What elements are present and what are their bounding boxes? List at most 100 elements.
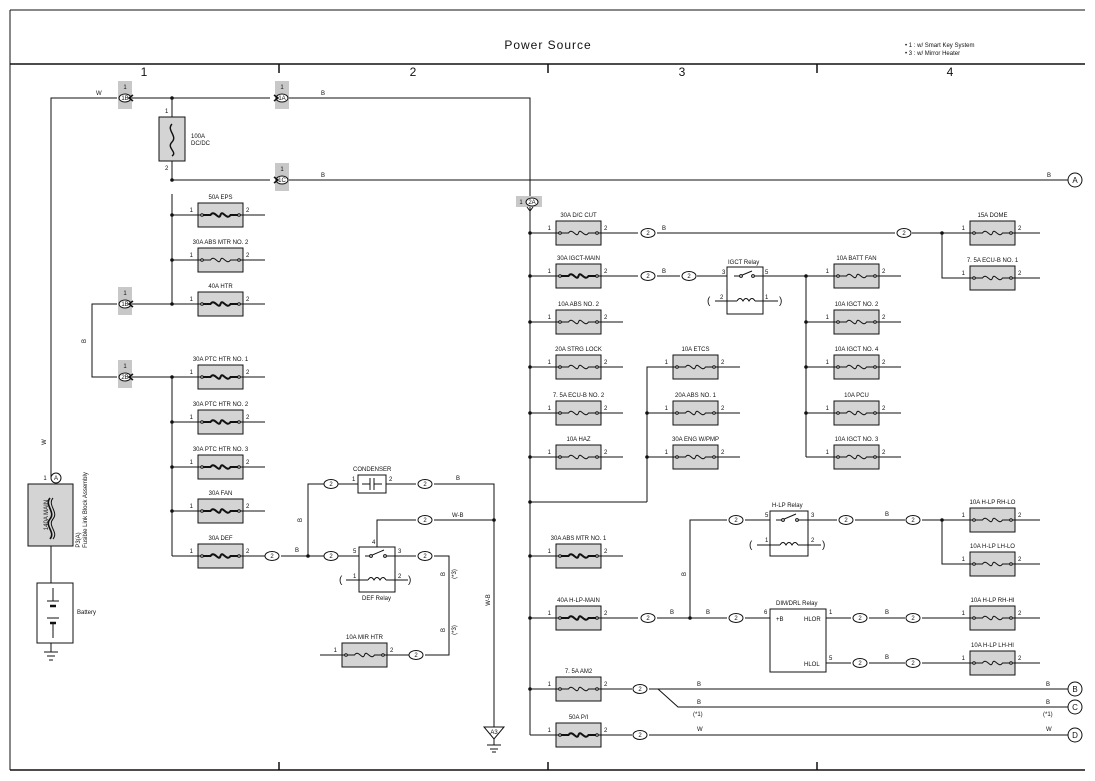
mid-fuse-9-pin-1: 1 bbox=[548, 682, 552, 688]
junction-tag-pin: 1 bbox=[123, 364, 127, 370]
option-mark-3a: (*3) bbox=[452, 569, 458, 579]
legend-note-mirror-heater: • 3 : w/ Mirror Heater bbox=[905, 51, 960, 57]
connector-number: 2 bbox=[911, 616, 915, 622]
mid-fuse-6-pin-1: 1 bbox=[548, 450, 552, 456]
junction-dot-1 bbox=[170, 96, 174, 100]
right-fuse-11-pin-1: 1 bbox=[962, 656, 966, 662]
wire-color-b-am2: B bbox=[697, 682, 701, 688]
junction-dot-6 bbox=[170, 375, 174, 379]
frame bbox=[9, 9, 1085, 771]
junction-tag-pin: 1 bbox=[280, 85, 284, 91]
junction-dot-21 bbox=[645, 455, 649, 459]
junction-tag-2b-5: 1 2B bbox=[118, 360, 134, 388]
mid-fuse-10-pin-2: 2 bbox=[604, 728, 608, 734]
output-a: A bbox=[1067, 172, 1083, 188]
hlp-bracket-right: ) bbox=[822, 540, 825, 551]
dimdrl-relay-label: DIM/DRL Relay bbox=[776, 601, 817, 607]
zone-label-4: 4 bbox=[947, 65, 954, 79]
right-fuse-8-pin-1: 1 bbox=[962, 513, 966, 519]
junction-dot-28 bbox=[688, 616, 692, 620]
wire-color-b-rhhi: B bbox=[885, 610, 889, 616]
junction-tag-conn: 2A bbox=[528, 200, 535, 206]
mid-fuse-7-label: 30A ABS MTR NO. 1 bbox=[551, 536, 607, 542]
center-fuse-2-label: 20A ABS NO. 1 bbox=[675, 393, 717, 399]
junction-dot-5 bbox=[170, 302, 174, 306]
option-mark-3b: (*3) bbox=[452, 625, 458, 635]
right-fuse-2-pin-2: 2 bbox=[1018, 271, 1022, 277]
mid-bus-wiring bbox=[530, 232, 1068, 736]
left-fuse-2-pin-2: 2 bbox=[246, 253, 250, 259]
junction-dot-3 bbox=[170, 213, 174, 217]
right-fuse-4-label: 10A IGCT NO. 2 bbox=[835, 302, 879, 308]
dimdrl-pin-hlor: HLOR bbox=[804, 617, 821, 623]
right-fuse-1-label: 15A DOME bbox=[977, 213, 1007, 219]
connector-number: 2 bbox=[858, 616, 862, 622]
left-fuse-4-label: 30A PTC HTR NO. 1 bbox=[193, 357, 249, 363]
junction-dot-18 bbox=[528, 616, 532, 620]
dimdrl-pin-b: +B bbox=[776, 617, 784, 623]
output-d: D bbox=[1067, 727, 1083, 743]
battery-label: Battery bbox=[77, 610, 96, 616]
junction-dot-30 bbox=[492, 518, 496, 522]
dimdrl-relay: DIM/DRL Relay +B HLOR HLOL 6 1 5 bbox=[764, 601, 833, 673]
connector-2-16: 2 bbox=[905, 515, 921, 525]
junction-dot-2 bbox=[170, 178, 174, 182]
junction-tag-1a-2: 11A bbox=[273, 81, 289, 109]
def-pin-5: 5 bbox=[353, 549, 357, 555]
connector-number: 2 bbox=[270, 554, 274, 560]
mid-fuse-2-pin-2: 2 bbox=[604, 269, 608, 275]
junction-tag-conn: 1C bbox=[278, 178, 286, 184]
left-fuse-6-label: 30A PTC HTR NO. 3 bbox=[193, 447, 249, 453]
right-fuse-4-pin-1: 1 bbox=[826, 315, 830, 321]
wire-color-b-dccut: B bbox=[662, 226, 666, 232]
connector-number: 2 bbox=[858, 661, 862, 667]
wire-color-wb-def: W-B bbox=[452, 513, 464, 519]
def-pin-4: 4 bbox=[372, 540, 376, 546]
junction-tag-pin: 1 bbox=[280, 167, 284, 173]
right-fuse-9-label: 10A H-LP LH-LO bbox=[970, 544, 1015, 550]
dcdc-pin-2: 2 bbox=[165, 166, 169, 172]
zone-label-3: 3 bbox=[679, 65, 686, 79]
def-pin-2: 2 bbox=[398, 574, 402, 580]
junction-dot-26 bbox=[940, 231, 944, 235]
connector-number: 2 bbox=[423, 518, 427, 524]
junction-tag-conn: 2B bbox=[121, 375, 128, 381]
left-fuse-7-pin-1: 1 bbox=[190, 504, 194, 510]
left-fuse-7-label: 30A FAN bbox=[209, 491, 233, 497]
center-fuse-1-pin-1: 1 bbox=[665, 360, 669, 366]
mid-fuse-5-label: 7. 5A ECU-B NO. 2 bbox=[553, 393, 605, 399]
right-fuse-8-pin-2: 2 bbox=[1018, 513, 1022, 519]
hlp-pin-5: 5 bbox=[765, 513, 769, 519]
wire-color-w-top: W bbox=[96, 91, 102, 97]
connector-number: 2 bbox=[646, 274, 650, 280]
battery-symbol: Battery bbox=[36, 582, 96, 644]
output-letter: B bbox=[1072, 685, 1077, 694]
connector-2-14: 2 bbox=[728, 515, 744, 525]
mid-fuse-5-pin-2: 2 bbox=[604, 406, 608, 412]
junction-tag-conn: 1B bbox=[121, 302, 128, 308]
igct-bracket-right: ) bbox=[779, 296, 782, 307]
def-bracket-right: ) bbox=[408, 575, 411, 586]
right-fuse-2-pin-1: 1 bbox=[962, 271, 966, 277]
connector-number: 2 bbox=[902, 231, 906, 237]
wire-color-b-mir1: B bbox=[441, 572, 447, 576]
right-fuse-7-pin-1: 1 bbox=[826, 450, 830, 456]
connector-2-12: 2 bbox=[640, 613, 656, 623]
wire-color-b-lhhi: B bbox=[885, 655, 889, 661]
output-letter: A bbox=[1072, 176, 1078, 185]
mid-fuse-6-pin-2: 2 bbox=[604, 450, 608, 456]
hlp-relay: H-LP Relay 5 3 1 2 ( ) bbox=[749, 503, 825, 557]
